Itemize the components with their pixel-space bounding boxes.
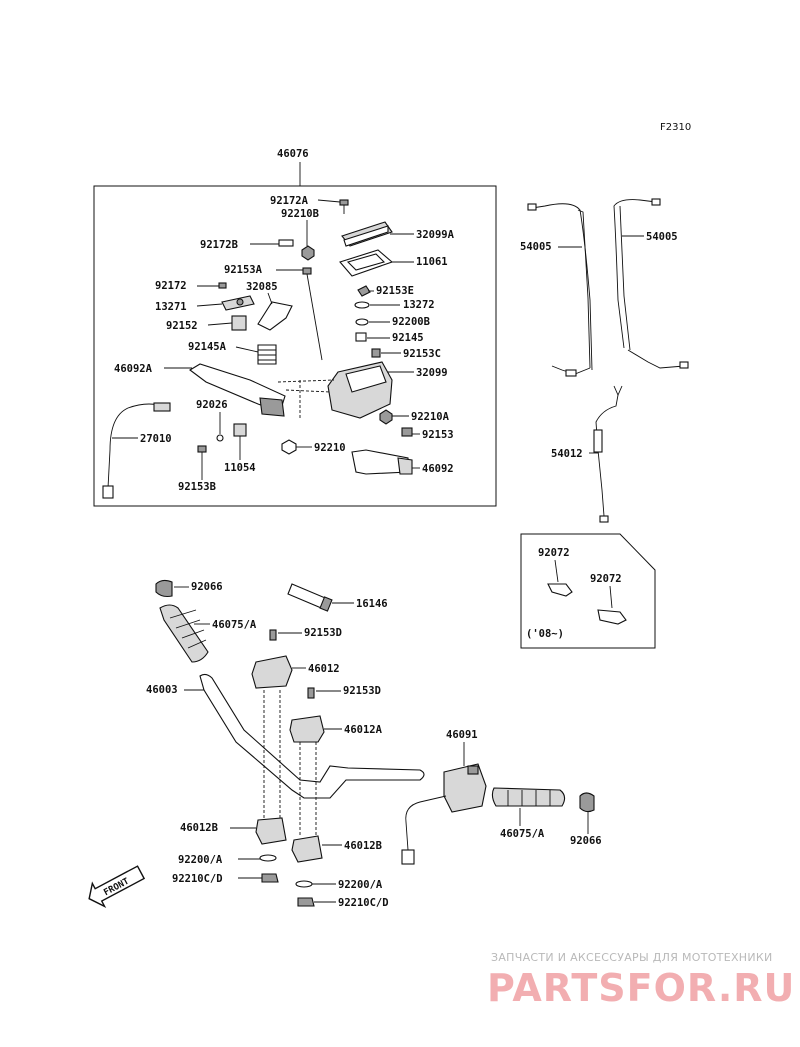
label-92200B[interactable]: 92200B xyxy=(392,316,430,328)
label-92210[interactable]: 92210 xyxy=(314,442,346,454)
label-08-note: ('08~) xyxy=(526,628,564,640)
brake-master-cylinder-parts xyxy=(102,199,413,499)
label-46075A-bottom[interactable]: 46075/A xyxy=(500,828,545,840)
label-54012[interactable]: 54012 xyxy=(551,448,583,460)
label-27010[interactable]: 27010 xyxy=(140,433,172,445)
label-46092[interactable]: 46092 xyxy=(422,463,454,475)
label-11061[interactable]: 11061 xyxy=(416,256,448,268)
label-54005-left[interactable]: 54005 xyxy=(520,241,552,253)
handlebar-parts: 92066 16146 46075/A 92153D 46012 46003 9… xyxy=(146,579,602,909)
label-92066-bottom[interactable]: 92066 xyxy=(570,835,602,847)
figure-reference: F2310 xyxy=(660,122,691,133)
assembly-label-46076[interactable]: 46076 xyxy=(277,148,309,160)
label-32099A[interactable]: 32099A xyxy=(416,229,455,241)
label-92026[interactable]: 92026 xyxy=(196,399,228,411)
label-92210CD-left[interactable]: 92210C/D xyxy=(172,873,223,885)
label-92172A[interactable]: 92172A xyxy=(270,195,309,207)
label-46012B-left[interactable]: 46012B xyxy=(180,822,218,834)
clamp-box: 92072 92072 ('08~) xyxy=(520,533,656,649)
label-92145A[interactable]: 92145A xyxy=(188,341,227,353)
label-92172[interactable]: 92172 xyxy=(155,280,187,292)
label-92153[interactable]: 92153 xyxy=(422,429,454,441)
label-92172B[interactable]: 92172B xyxy=(200,239,238,251)
label-11054[interactable]: 11054 xyxy=(224,462,256,474)
cables-54005: 54005 54005 xyxy=(520,198,689,377)
label-92145[interactable]: 92145 xyxy=(392,332,424,344)
label-92210B[interactable]: 92210B xyxy=(281,208,319,220)
label-46012[interactable]: 46012 xyxy=(308,663,340,675)
label-92200A-right[interactable]: 92200/A xyxy=(338,879,383,891)
label-92210CD-right[interactable]: 92210C/D xyxy=(338,897,389,909)
watermark-tagline: ЗАПЧАСТИ И АКСЕССУАРЫ ДЛЯ МОТОТЕХНИКИ xyxy=(491,951,773,964)
label-46003[interactable]: 46003 xyxy=(146,684,178,696)
label-46012A[interactable]: 46012A xyxy=(344,724,383,736)
label-92210A[interactable]: 92210A xyxy=(411,411,450,423)
label-92153D-b[interactable]: 92153D xyxy=(343,685,381,697)
label-92153D-a[interactable]: 92153D xyxy=(304,627,342,639)
clamp-frame xyxy=(520,533,656,649)
label-92153A[interactable]: 92153A xyxy=(224,264,263,276)
label-16146[interactable]: 16146 xyxy=(356,598,388,610)
label-92153E[interactable]: 92153E xyxy=(376,285,414,297)
label-92200A-left[interactable]: 92200/A xyxy=(178,854,223,866)
label-32085[interactable]: 32085 xyxy=(246,281,278,293)
assembly-frame xyxy=(93,185,497,507)
label-92153B[interactable]: 92153B xyxy=(178,481,216,493)
label-13272[interactable]: 13272 xyxy=(403,299,435,311)
label-92072-a[interactable]: 92072 xyxy=(538,547,570,559)
label-92153C[interactable]: 92153C xyxy=(403,348,441,360)
label-46012B-right[interactable]: 46012B xyxy=(344,840,382,852)
label-46075A-top[interactable]: 46075/A xyxy=(212,619,257,631)
label-46092A[interactable]: 46092A xyxy=(114,363,153,375)
label-92072-b[interactable]: 92072 xyxy=(590,573,622,585)
label-92152[interactable]: 92152 xyxy=(166,320,198,332)
frame-labels: 92172A 32099A 92210B 92172B 11061 92153A… xyxy=(112,195,455,493)
label-54005-right[interactable]: 54005 xyxy=(646,231,678,243)
watermark-logo: PARTSFOR.RU xyxy=(487,966,796,1010)
label-46091[interactable]: 46091 xyxy=(446,729,478,741)
label-32099[interactable]: 32099 xyxy=(416,367,448,379)
front-arrow: FRONT xyxy=(88,865,146,908)
cable-54012: 54012 xyxy=(551,385,623,523)
label-92066-top[interactable]: 92066 xyxy=(191,581,223,593)
label-13271[interactable]: 13271 xyxy=(155,301,187,313)
